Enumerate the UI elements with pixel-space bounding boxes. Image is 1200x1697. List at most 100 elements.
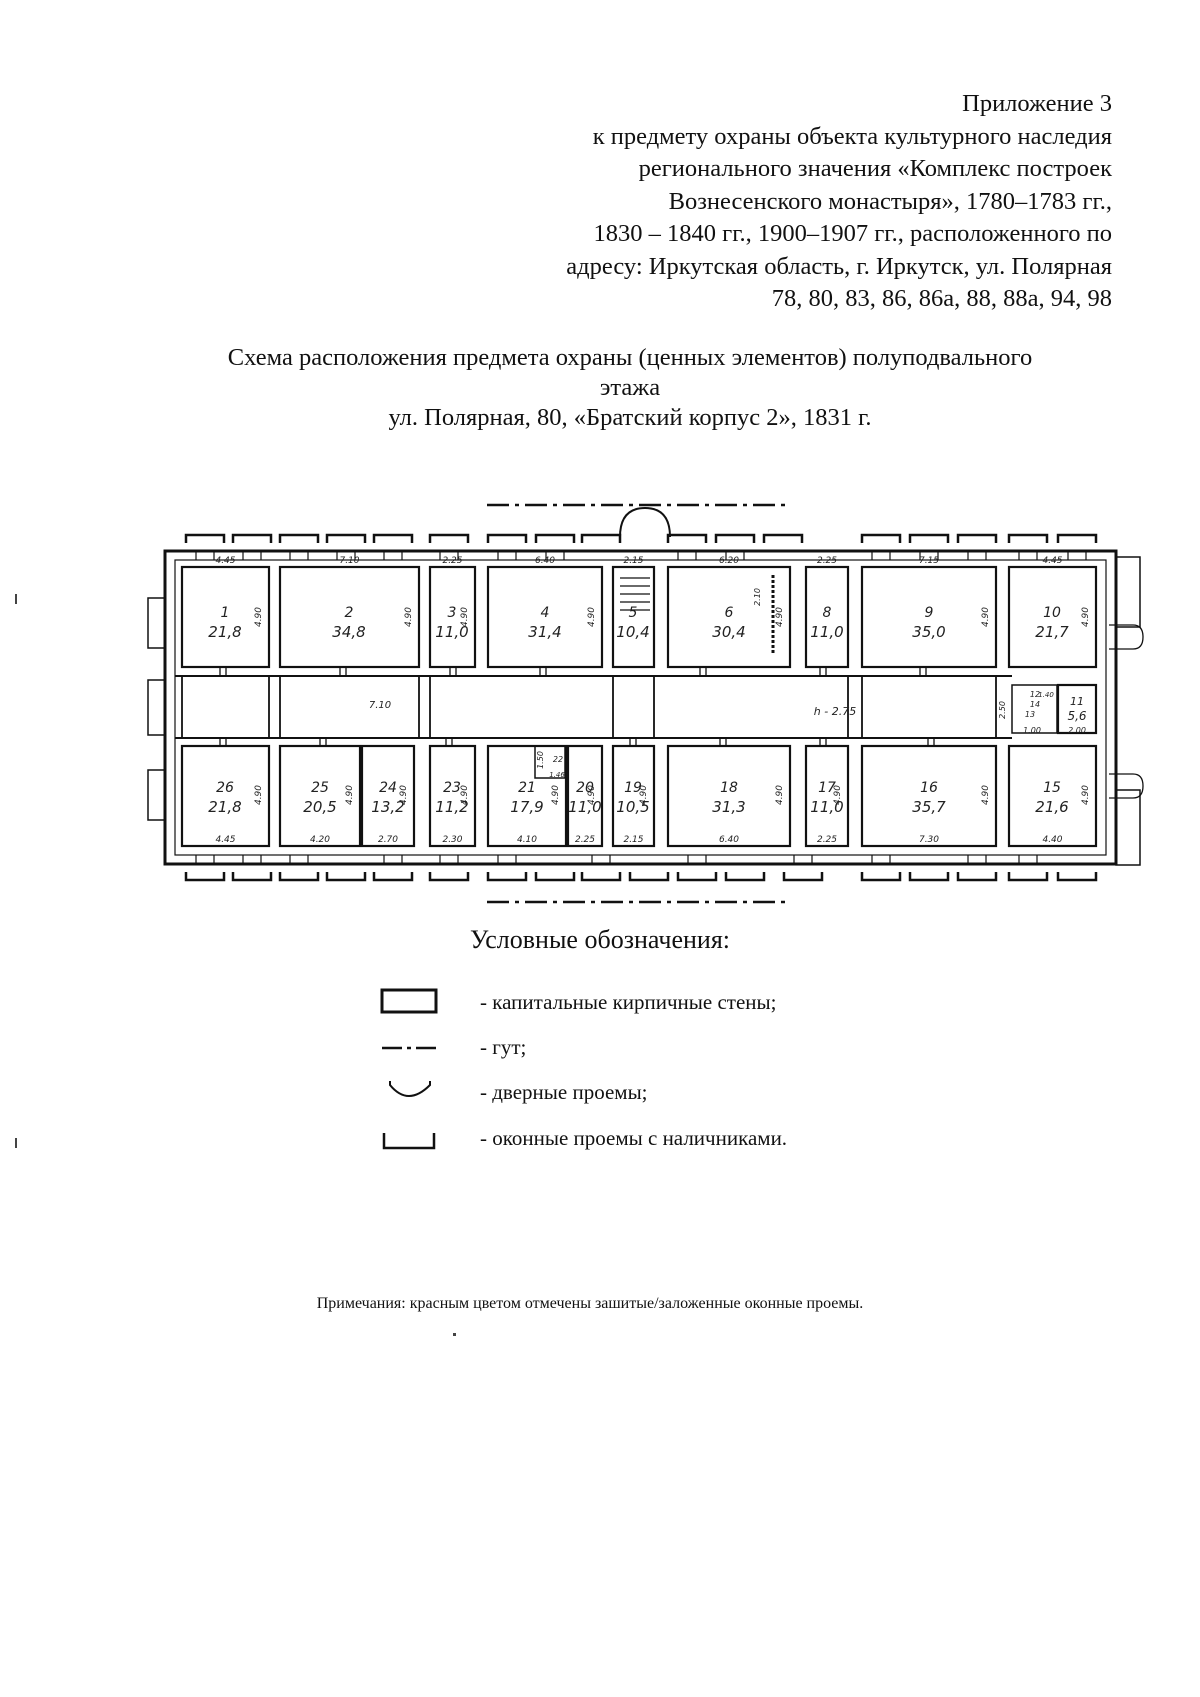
legend-text: - оконные проемы с наличниками. [480, 1125, 788, 1150]
room-area: 10,4 [616, 623, 649, 641]
room-width-dim: 4.40 [1042, 835, 1062, 845]
room-width-dim: 1.46 [549, 771, 565, 779]
appendix-line: к предмету охраны объекта культурного на… [592, 122, 1112, 150]
room-16 [860, 744, 998, 848]
room-20 [566, 744, 604, 848]
room-height-dim: 4.90 [775, 607, 785, 627]
room-number: 15 [1043, 780, 1061, 796]
room-width-dim: 4.20 [310, 835, 330, 845]
room-area: 11,0 [810, 623, 843, 641]
room-area: 11,0 [568, 798, 601, 816]
inner-outer-wall [174, 559, 1107, 856]
room-18 [666, 744, 792, 848]
room-number: 3 [448, 605, 457, 621]
legend-text: - дверные проемы; [480, 1079, 648, 1104]
room-number: 11 [1070, 695, 1084, 708]
appendix-header: Приложение 3 к предмету охраны объекта к… [352, 88, 1112, 316]
room-area: 11,2 [435, 798, 468, 816]
outer-wall [163, 549, 1118, 866]
appendix-line: регионального значения «Комплекс построе… [638, 155, 1112, 182]
room-3 [428, 565, 477, 669]
room-width-dim: 2.15 [623, 556, 643, 566]
room-number: 25 [311, 780, 329, 796]
room-number: 13 [1025, 710, 1035, 719]
room-area: 11,0 [435, 623, 468, 641]
legend-item-gut: - гут; [380, 1027, 526, 1067]
room-width-dim: 7.10 [339, 556, 359, 566]
scheme-title-line: ул. Полярная, 80, «Братский корпус 2», 1… [388, 404, 872, 431]
room-height-dim: 4.90 [1081, 785, 1091, 805]
entrance-left-mid [147, 679, 166, 736]
room-number: 10 [1043, 605, 1061, 621]
window-bracket-icon [382, 1133, 436, 1150]
scan-speck [15, 1138, 17, 1148]
room-width-dim: 2.70 [378, 835, 398, 845]
legend-title: Условные обозначения: [469, 925, 731, 954]
room-width-dim: 2.30 [442, 835, 462, 845]
room-width-dim: 4.45 [1042, 556, 1062, 566]
room-area: 21,6 [1035, 798, 1068, 816]
room-number: 26 [216, 780, 234, 796]
room-width-dim: 2.25 [575, 835, 595, 845]
footnote: Примечания: красным цветом отмечены заши… [316, 1295, 864, 1312]
room-number: 22 [553, 755, 563, 764]
room-number: 1 [221, 605, 230, 621]
room-width-dim: 1.40 [1038, 691, 1054, 699]
capital-wall-rect-icon [380, 988, 438, 1014]
scheme-title: Схема расположения предмета охраны (ценн… [150, 343, 1110, 433]
room-17 [804, 744, 850, 848]
room-width-dim: 7.30 [919, 835, 939, 845]
room-22 [534, 745, 566, 779]
room-number: 18 [720, 780, 738, 796]
room-number: 4 [541, 605, 550, 621]
legend-text: - гут; [480, 1034, 527, 1059]
room-12-13-14 [1011, 684, 1058, 734]
room-area: 17,9 [510, 798, 543, 816]
corridor-dim: 1.50 [536, 751, 545, 769]
room-15 [1007, 744, 1098, 848]
room-8 [804, 565, 850, 669]
room-area: 10,5 [616, 798, 649, 816]
room-area: 21,8 [208, 798, 241, 816]
room-height-dim: 4.90 [775, 785, 785, 805]
room-height-dim: 4.90 [551, 785, 561, 805]
room-10 [1007, 565, 1098, 669]
room-9 [860, 565, 998, 669]
room-width-dim: 6.40 [719, 835, 739, 845]
room-area: 31,3 [712, 798, 745, 816]
room-area: 11,0 [810, 798, 843, 816]
room-19 [611, 744, 656, 848]
room-height-dim: 4.90 [587, 607, 597, 627]
room-area: 31,4 [528, 623, 561, 641]
room-width-dim: 1.00 [1023, 726, 1041, 735]
room-height-dim: 4.90 [981, 607, 991, 627]
corridor-height: h - 2.75 [814, 705, 856, 718]
room-height-dim: 4.90 [1081, 607, 1091, 627]
scheme-title-line: Схема расположения предмета охраны (ценн… [227, 344, 1033, 371]
room-number: 5 [629, 605, 638, 621]
room-number: 6 [725, 605, 734, 621]
room-number: 21 [518, 780, 536, 796]
room-21 [486, 744, 568, 848]
appendix-line: Приложение 3 [962, 90, 1112, 117]
room-width-dim: 4.45 [215, 556, 235, 566]
room-height-dim: 4.90 [404, 607, 414, 627]
room-24 [360, 744, 416, 848]
dash-dot-line-icon [382, 1046, 436, 1050]
room-number: 9 [925, 605, 934, 621]
appendix-line: 1830 – 1840 гг., 1900–1907 гг., располож… [593, 220, 1112, 247]
legend-item-doors: - дверные проемы; [380, 1072, 648, 1112]
room-height-dim: 4.90 [254, 785, 264, 805]
room-width-dim: 4.10 [517, 835, 537, 845]
appendix-line: Вознесенского монастыря», 1780–1783 гг., [668, 187, 1112, 215]
room-number: 2 [345, 605, 354, 621]
room-width-dim: 7.15 [919, 556, 939, 566]
room-height-dim: 4.90 [639, 785, 649, 805]
room-number: 23 [443, 780, 461, 796]
room-number: 19 [624, 780, 642, 796]
room-area: 20,5 [303, 798, 336, 816]
legend-item-windows: - оконные проемы с наличниками. [380, 1118, 787, 1158]
corridor-dim: 2.50 [998, 701, 1007, 719]
